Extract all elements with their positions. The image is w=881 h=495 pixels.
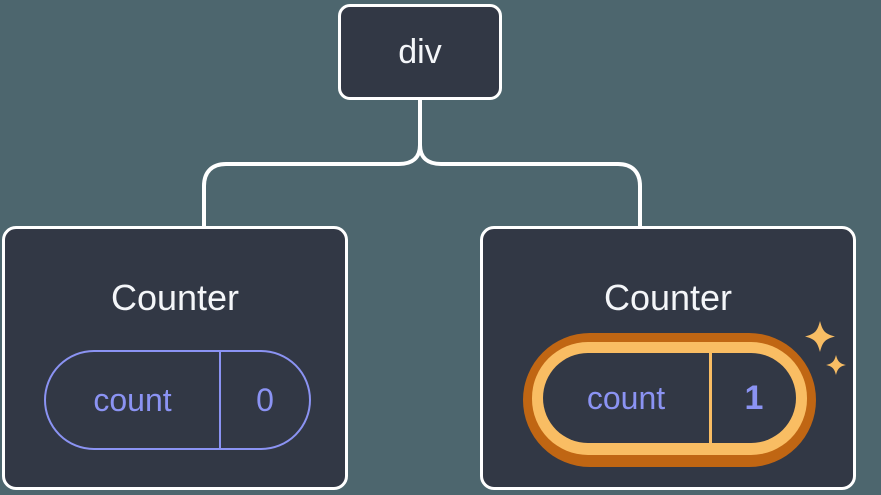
- root-node: div: [338, 4, 502, 100]
- state-key-label: count: [543, 353, 712, 443]
- state-pill-gold-ring: count 1: [532, 342, 807, 455]
- state-pill: count 0: [44, 350, 311, 450]
- state-pill-core: count 1: [543, 353, 796, 443]
- sparkles-icon: [805, 321, 846, 375]
- state-value: 0: [256, 381, 274, 418]
- state-pill-highlighted: count 1: [523, 333, 816, 467]
- state-value: 1: [744, 378, 764, 417]
- root-node-label: div: [398, 32, 442, 71]
- counter-card-left: Counter count 0: [2, 226, 348, 490]
- counter-title: Counter: [603, 277, 733, 318]
- state-key-label: count: [46, 352, 221, 448]
- counter-title: Counter: [110, 277, 240, 318]
- counter-card-right: Counter count 1: [480, 226, 856, 490]
